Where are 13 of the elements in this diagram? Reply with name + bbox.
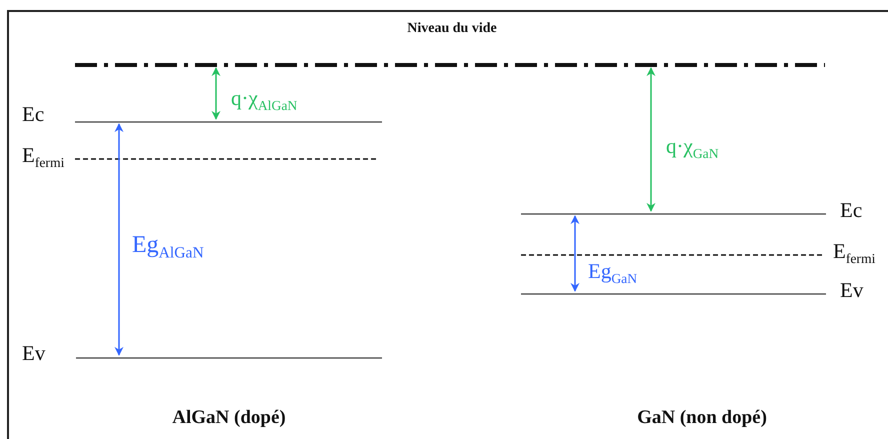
level-label: Ec [22, 104, 44, 125]
band-gap-label: Eg$_{AlGaN}$ [132, 233, 204, 262]
band-gap-label: Eg$_{GaN}$ [588, 261, 638, 286]
vacuum-level-label: Niveau du vide [407, 22, 497, 36]
electron-affinity-label: q·χ$_{AlGaN}$ [231, 88, 298, 112]
level-label: Ec [840, 200, 862, 221]
level-label: Ev [840, 280, 864, 301]
material-label: GaN (non dopé) [637, 408, 767, 427]
electron-affinity-label: q·χ$_{GaN}$ [666, 136, 719, 160]
level-label: Ev [22, 343, 46, 364]
material-label: AlGaN (dopé) [172, 408, 286, 427]
level-label: E$_{fermi}$ [833, 241, 876, 266]
level-label: E$_{fermi}$ [22, 145, 64, 170]
